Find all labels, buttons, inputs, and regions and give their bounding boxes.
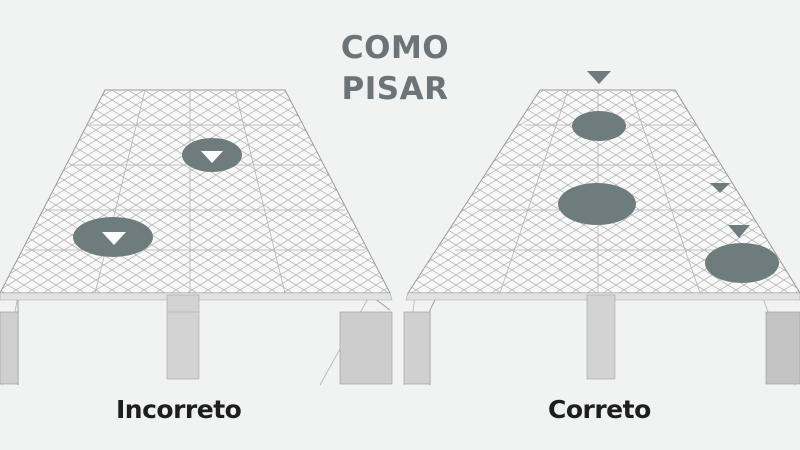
left-post-center — [166, 294, 200, 380]
down-triangle-icon — [710, 183, 730, 193]
footprint-oval — [572, 111, 626, 141]
title-line-2: PISAR — [341, 71, 449, 107]
down-triangle-icon — [201, 151, 223, 163]
down-triangle-icon — [728, 225, 750, 238]
right-post-right — [765, 311, 800, 385]
panel-incorrect — [0, 89, 393, 386]
footprint-oval — [558, 183, 636, 225]
left-post-right — [339, 311, 393, 385]
left-post-outer — [0, 311, 19, 385]
down-triangle-icon — [102, 232, 126, 245]
label-correct: Correto — [548, 395, 651, 424]
footprint-oval — [705, 243, 779, 283]
right-post-left — [403, 311, 431, 385]
label-incorrect: Incorreto — [116, 395, 242, 424]
down-triangle-icon — [587, 71, 611, 84]
title-line-1: COMO — [340, 30, 450, 66]
panel-correct — [403, 71, 800, 386]
right-post-center — [586, 294, 616, 380]
